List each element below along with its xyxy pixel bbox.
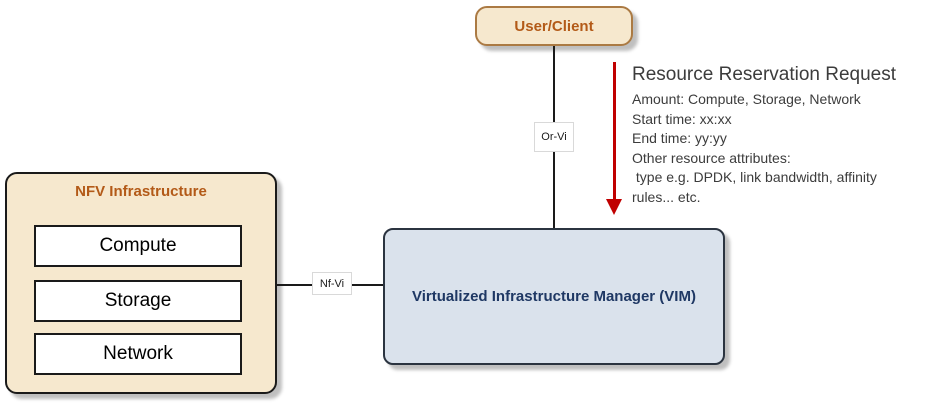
compute-box: Compute [34, 225, 242, 267]
annotation-line-amount: Amount: Compute, Storage, Network [632, 91, 861, 107]
annotation-line-other-attributes: Other resource attributes: [632, 149, 791, 166]
annotation-line-rules-etc: rules... etc. [632, 188, 701, 205]
annotation-line-type-examples: type e.g. DPDK, link bandwidth, affinity [632, 169, 877, 185]
user-client-node: User/Client [475, 6, 633, 46]
reservation-arrow-shaft-icon [613, 62, 616, 200]
annotation-line-end-time: End time: yy:yy [632, 130, 727, 146]
annotation-title: Resource Reservation Request [632, 64, 897, 85]
storage-box: Storage [34, 280, 242, 322]
nfv-infrastructure-node: NFV Infrastructure Compute Storage Netwo… [5, 172, 277, 394]
or-vi-label: Or-Vi [534, 122, 574, 152]
nf-vi-label: Nf-Vi [312, 272, 352, 295]
annotation-line-start-time: Start time: xx:xx [632, 110, 732, 127]
network-box: Network [34, 333, 242, 375]
nfv-infrastructure-title: NFV Infrastructure [75, 183, 207, 200]
reservation-request-annotation: Resource Reservation Request Amount: Com… [632, 63, 937, 207]
reservation-arrow-head-icon [606, 199, 622, 215]
vim-node: Virtualized Infrastructure Manager (VIM) [383, 228, 725, 365]
